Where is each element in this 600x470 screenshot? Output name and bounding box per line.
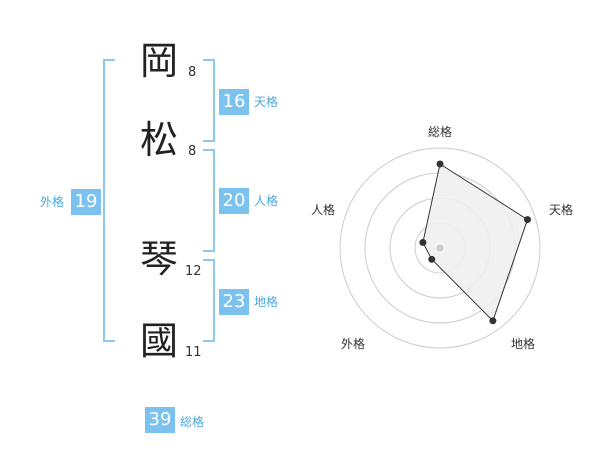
tenkaku-value: 16 [219,89,249,115]
radar-ring [339,147,541,349]
radar-axis-label-jinkaku: 人格 [311,203,336,217]
name-char-2: 松 [140,118,179,162]
chikaku-value: 23 [219,289,249,315]
gaikaku-label: 外格 [40,195,65,209]
radar-axis-label-gaikaku: 外格 [341,337,366,351]
jinkaku-value: 20 [219,188,249,214]
radar-point-0 [436,160,444,168]
radar-point-3 [428,255,436,263]
radar-area [422,163,529,322]
radar-axis-label-chikaku: 地格 [511,337,536,351]
radar-center-dot [436,244,444,252]
stroke-count-3: 12 [185,264,202,279]
name-char-1: 岡 [140,39,179,83]
gaikaku-bracket [103,59,115,342]
name-char-3: 琴 [140,237,179,281]
name-char-4: 國 [140,319,179,363]
radar-axis-label-tenkaku: 天格 [549,203,574,217]
stroke-count-4: 11 [185,345,202,360]
tenkaku-bracket [203,59,215,142]
stroke-count-1: 8 [188,65,197,80]
soukaku-value: 39 [145,407,175,433]
radar-point-4 [419,238,427,246]
radar-point-2 [489,317,497,325]
jinkaku-label: 人格 [254,194,279,208]
stroke-count-2: 8 [188,144,197,159]
gaikaku-value: 19 [71,189,101,215]
radar-axis-label-soukaku: 総格 [428,125,453,139]
jinkaku-bracket [203,149,215,252]
tenkaku-label: 天格 [254,95,279,109]
chikaku-bracket [203,259,215,342]
chikaku-label: 地格 [254,295,279,309]
soukaku-label: 総格 [180,415,205,429]
radar-point-1 [523,216,531,224]
